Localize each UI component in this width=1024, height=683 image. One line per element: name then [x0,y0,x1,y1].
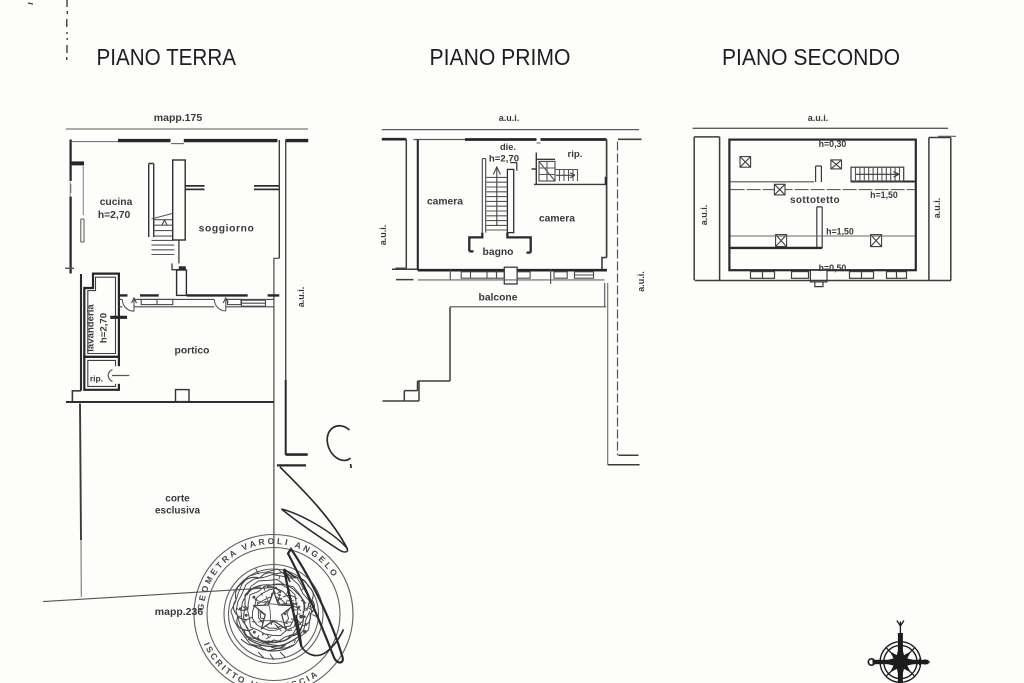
svg-text:a.u.i.: a.u.i. [636,271,646,292]
svg-text:h=1,50: h=1,50 [826,227,854,237]
svg-text:camera: camera [427,197,463,208]
svg-text:rip.: rip. [568,149,583,160]
svg-text:PIANO SECONDO: PIANO SECONDO [722,44,900,70]
svg-text:camera: camera [539,214,575,225]
svg-text:h=2,70: h=2,70 [98,210,131,221]
svg-text:rip.: rip. [90,374,103,384]
svg-text:a.u.i.: a.u.i. [499,113,520,123]
svg-text:PIANO PRIMO: PIANO PRIMO [430,44,571,70]
svg-text:a.u.i.: a.u.i. [699,205,709,226]
svg-text:corte: corte [165,494,190,505]
svg-text:h=0,30: h=0,30 [819,139,847,149]
svg-text:a.u.i.: a.u.i. [808,113,829,123]
svg-text:h=1,50: h=1,50 [870,190,898,200]
svg-text:die.: die. [500,142,516,152]
svg-text:a.u.i.: a.u.i. [296,287,306,308]
svg-text:a.u.i.: a.u.i. [378,225,388,246]
svg-text:bagno: bagno [483,247,514,258]
svg-text:lavanderia: lavanderia [86,304,97,352]
svg-text:PIANO TERRA: PIANO TERRA [97,44,237,70]
svg-text:cucina: cucina [100,197,133,208]
svg-text:h=2,70: h=2,70 [489,154,519,165]
svg-text:soggiorno: soggiorno [199,224,255,235]
svg-text:h=2,70: h=2,70 [99,313,110,343]
svg-text:esclusiva: esclusiva [155,506,200,517]
svg-text:a.u.i.: a.u.i. [932,198,942,219]
svg-text:mapp.236: mapp.236 [155,606,204,618]
svg-text:balcone: balcone [479,293,518,304]
svg-text:portico: portico [175,346,210,357]
svg-text:mapp.175: mapp.175 [154,112,203,124]
svg-text:h=0,50: h=0,50 [819,263,847,273]
svg-text:sottotetto: sottotetto [790,195,840,206]
